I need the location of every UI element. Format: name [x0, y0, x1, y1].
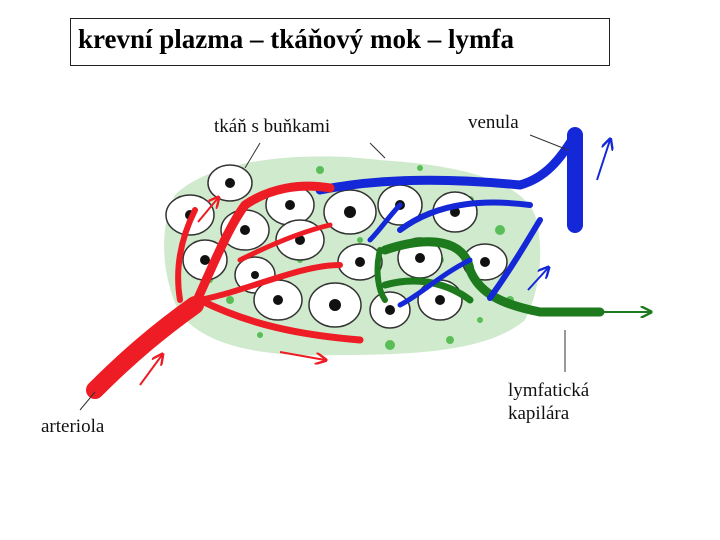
venous-flow-arrow-top — [596, 140, 610, 181]
label-pointers — [79, 134, 569, 411]
diagram-title: krevní plazma – tkáňový mok – lymfa — [78, 24, 515, 54]
title-box — [70, 18, 610, 66]
label-lymph-line2: kapilára — [508, 402, 570, 424]
arterial-flow-arrow-top — [197, 198, 218, 223]
arteriole — [86, 181, 364, 399]
venule — [315, 127, 583, 308]
venous-flow-arrow-mid — [527, 268, 548, 291]
label-lymphatic-capillary: lymfatická kapilára — [508, 380, 589, 426]
arterial-flow-arrow-bottom — [279, 351, 325, 360]
arterial-flow-arrow-low — [139, 355, 162, 386]
label-lymph-line1: lymfatická — [508, 380, 590, 401]
label-arteriole: arteriola — [41, 416, 105, 437]
cell-nuclei — [185, 178, 490, 315]
label-venule: venula — [468, 112, 519, 133]
label-tissue-with-cells: tkáň s buňkami — [214, 116, 331, 137]
